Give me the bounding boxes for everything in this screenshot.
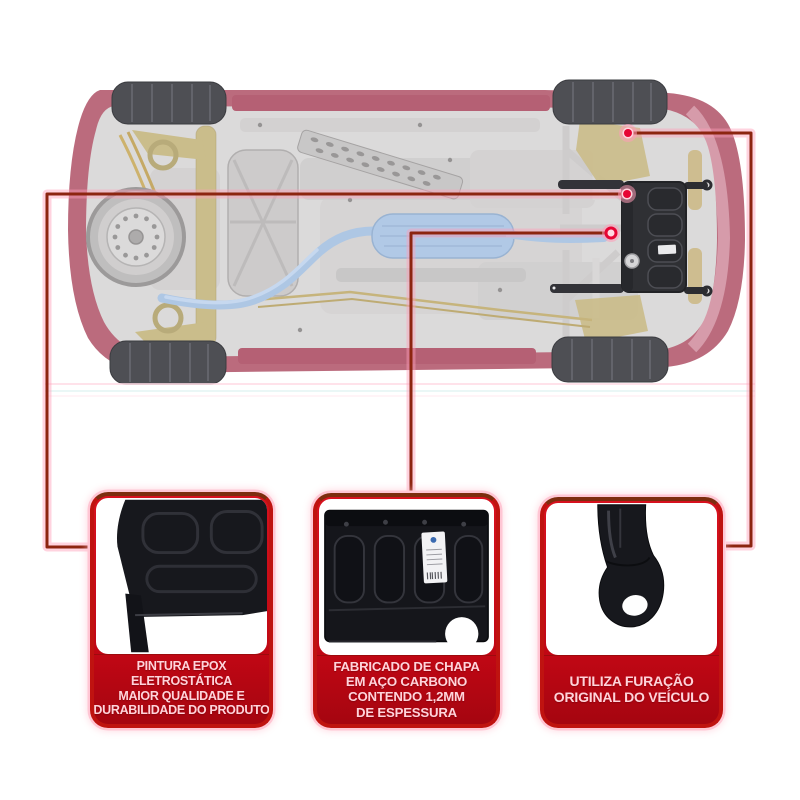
feature-band-mounting: UTILIZA FURAÇÃO ORIGINAL DO VEÍCULO — [544, 655, 719, 724]
bolt-dots — [257, 122, 503, 333]
feature-text-line: FABRICADO DE CHAPA — [333, 659, 480, 674]
top-rocker-sill — [232, 95, 550, 111]
exhaust-system — [157, 213, 608, 310]
skid-plate-full-photo — [319, 499, 494, 655]
bottom-rocker-sill — [238, 348, 536, 364]
feature-text-line: ORIGINAL DO VEÍCULO — [553, 689, 710, 705]
spare-tire — [86, 187, 186, 287]
callout-lines — [42, 128, 756, 552]
feature-text-line: ELETROSTÁTICA — [131, 673, 232, 688]
photo-edge-artifacts — [45, 383, 755, 397]
feature-text-line: UTILIZA FURAÇÃO — [569, 672, 694, 689]
callout-line-paint — [45, 192, 627, 549]
feature-text-line: DURABILIDADE DO PRODUTO — [93, 703, 270, 718]
skid-plate-full-art — [324, 509, 489, 651]
tires — [109, 79, 669, 385]
feature-text-line: PINTURA EPOX — [136, 659, 227, 674]
tire-tread — [129, 82, 652, 382]
feature-band-paint: PINTURA EPOX ELETROSTÁTICA MAIOR QUALIDA… — [94, 654, 269, 724]
heat-shield-beam — [297, 129, 464, 200]
product-label-sticker — [421, 531, 448, 584]
feature-box-paint: PINTURA EPOX ELETROSTÁTICA MAIOR QUALIDA… — [90, 492, 273, 728]
mounting-bracket-photo — [546, 503, 717, 655]
feature-text-line: CONTENDO 1,2MM — [348, 689, 465, 705]
callout-line-steel — [409, 231, 611, 492]
feature-box-mounting: UTILIZA FURAÇÃO ORIGINAL DO VEÍCULO — [540, 497, 723, 728]
callout-dot-steel — [602, 224, 620, 242]
callout-line-bracket — [628, 131, 753, 548]
callout-dot-bracket — [619, 124, 637, 142]
skid-plate-corner-art — [117, 499, 267, 653]
feature-text-line: EM AÇO CARBONO — [345, 674, 468, 690]
skid-plate-product — [550, 179, 713, 297]
mounting-bracket-art — [597, 504, 665, 628]
skid-plate-corner-photo — [96, 498, 267, 654]
feature-band-steel: FABRICADO DE CHAPA EM AÇO CARBONO CONTEN… — [317, 655, 496, 724]
feature-text-line: DE ESPESSURA — [356, 704, 457, 720]
car-underbody-photo — [45, 79, 755, 397]
feature-text-line: MAIOR QUALIDADE E — [118, 688, 245, 703]
callout-dot-paint — [618, 185, 636, 203]
fuel-tank — [227, 149, 299, 297]
feature-box-steel: FABRICADO DE CHAPA EM AÇO CARBONO CONTEN… — [313, 493, 500, 728]
